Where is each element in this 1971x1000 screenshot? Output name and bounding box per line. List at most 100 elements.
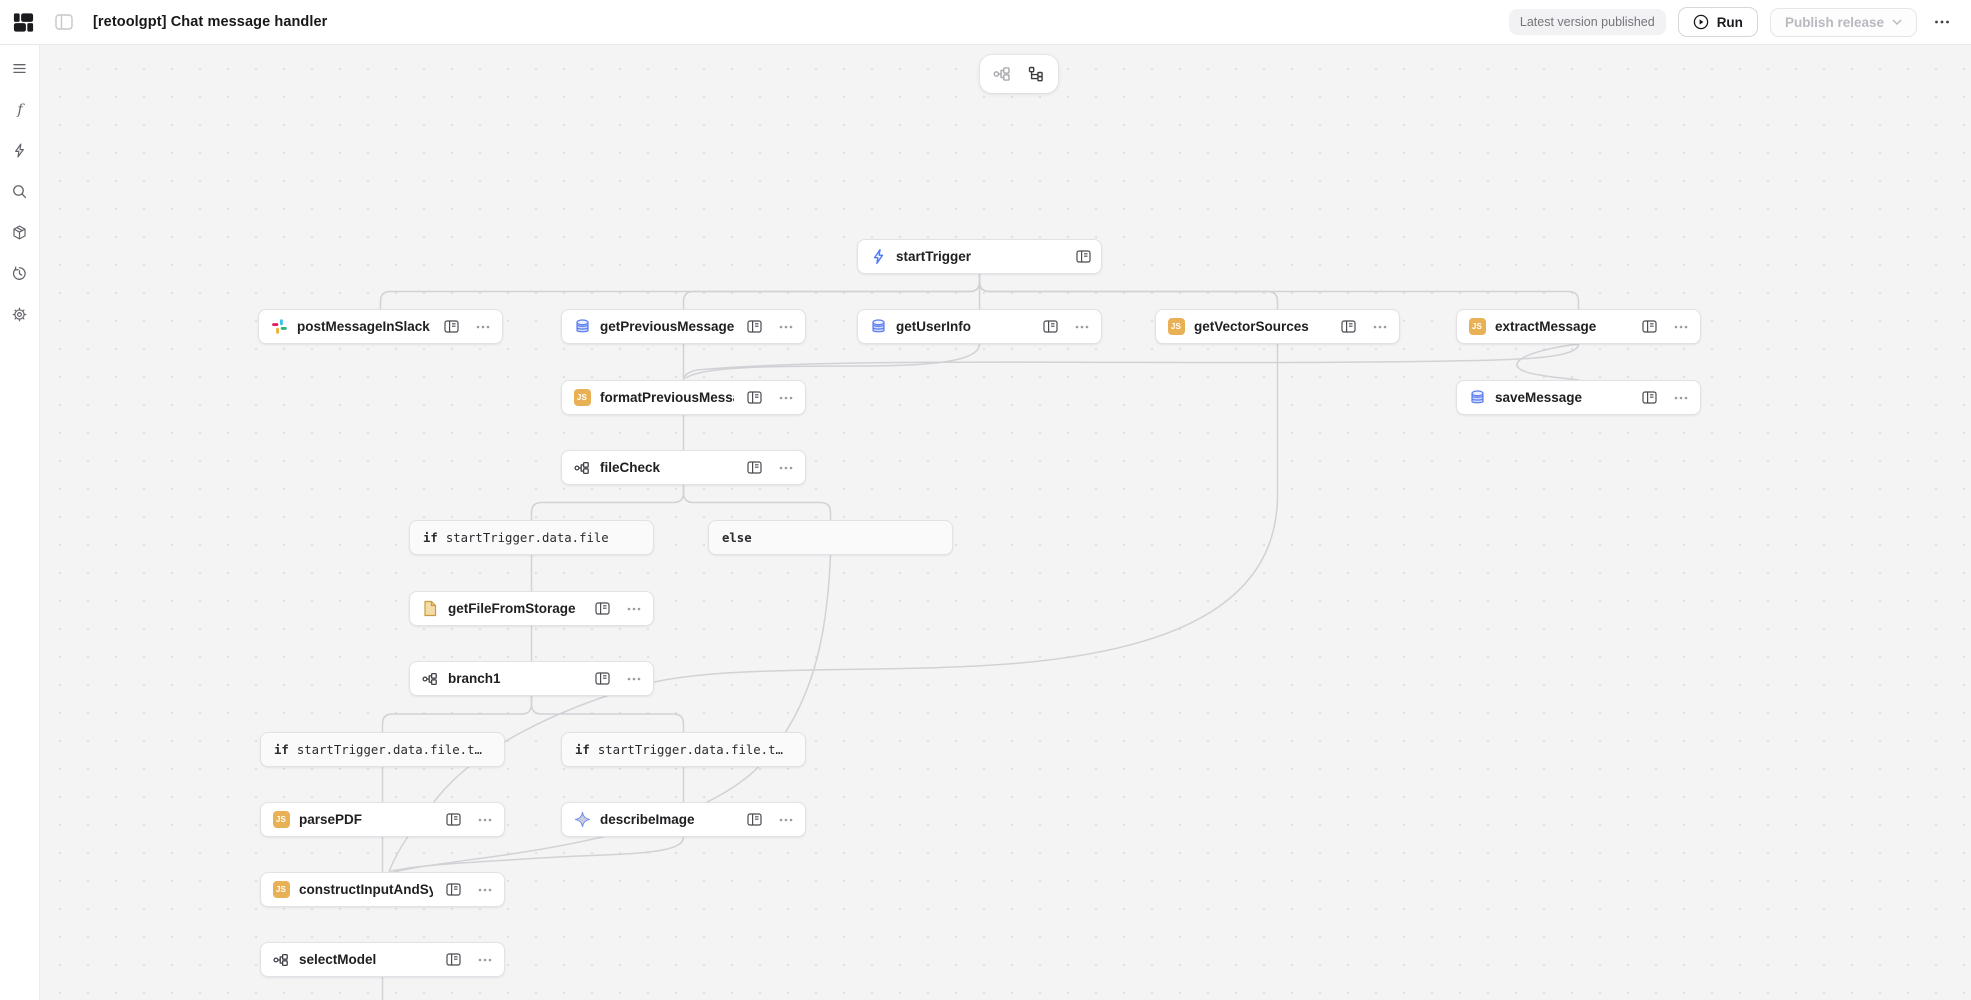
node-branch1[interactable]: branch1 — [409, 661, 654, 696]
node-extractMessage[interactable]: JS extractMessage — [1456, 309, 1701, 344]
branch-icon — [573, 459, 591, 477]
workflow-canvas[interactable] — [40, 45, 1971, 1000]
node-label: extractMessage — [1495, 319, 1597, 334]
history-icon[interactable] — [6, 259, 34, 287]
condition-ifFile[interactable]: if startTrigger.data.file — [409, 520, 654, 555]
canvas-layout-toolbar — [980, 55, 1058, 93]
node-getPreviousMessages[interactable]: getPreviousMessages — [561, 309, 806, 344]
node-menu-icon[interactable] — [779, 396, 793, 400]
node-menu-icon[interactable] — [478, 958, 492, 962]
inspect-panel-icon[interactable] — [1642, 391, 1657, 404]
inspect-panel-icon[interactable] — [595, 672, 610, 685]
node-label: constructInputAndSys… — [299, 882, 433, 897]
database-icon — [573, 318, 591, 336]
function-icon[interactable]: f — [6, 95, 34, 123]
condition-keyword: if — [274, 742, 289, 757]
node-label: getVectorSources — [1194, 319, 1309, 334]
run-button[interactable]: Run — [1677, 7, 1758, 37]
condition-ifFileType2[interactable]: if startTrigger.data.file.t… — [561, 732, 806, 767]
page-title: [retoolgpt] Chat message handler — [93, 14, 328, 30]
lightning-icon[interactable] — [6, 136, 34, 164]
node-label: fileCheck — [600, 460, 661, 475]
js-icon: JS — [1167, 318, 1185, 336]
inspect-panel-icon[interactable] — [1076, 250, 1091, 263]
node-getFileFromStorage[interactable]: getFileFromStorage — [409, 591, 654, 626]
retool-logo-icon — [12, 11, 35, 34]
node-saveMessage[interactable]: saveMessage — [1456, 380, 1701, 415]
node-menu-icon[interactable] — [1373, 325, 1387, 329]
more-menu-icon[interactable] — [1929, 15, 1955, 29]
status-badge: Latest version published — [1508, 9, 1666, 35]
condition-keyword: if — [423, 530, 438, 545]
play-circle-icon — [1693, 14, 1709, 30]
left-sidebar: f — [0, 45, 40, 1000]
node-label: branch1 — [448, 671, 501, 686]
slack-icon — [270, 318, 288, 336]
file-icon — [421, 600, 439, 618]
node-describeImage[interactable]: describeImage — [561, 802, 806, 837]
node-label: getPreviousMessages — [600, 319, 734, 334]
node-menu-icon[interactable] — [478, 818, 492, 822]
node-fileCheck[interactable]: fileCheck — [561, 450, 806, 485]
settings-icon[interactable] — [6, 300, 34, 328]
node-getVectorSources[interactable]: JS getVectorSources — [1155, 309, 1400, 344]
node-label: postMessageInSlack — [297, 319, 430, 334]
condition-expression: startTrigger.data.file — [445, 530, 609, 545]
chevron-down-icon — [1892, 19, 1902, 25]
node-menu-icon[interactable] — [476, 325, 490, 329]
inspect-panel-icon[interactable] — [446, 813, 461, 826]
node-formatPreviousMessages[interactable]: JSformatPreviousMessa… — [561, 380, 806, 415]
branch-icon — [272, 951, 290, 969]
database-icon — [869, 318, 887, 336]
inspect-panel-icon[interactable] — [1642, 320, 1657, 333]
search-icon[interactable] — [6, 177, 34, 205]
panel-toggle-icon[interactable] — [50, 9, 78, 35]
node-startTrigger[interactable]: startTrigger — [857, 239, 1102, 274]
condition-expression: startTrigger.data.file.t… — [597, 742, 783, 757]
node-getUserInfo[interactable]: getUserInfo — [857, 309, 1102, 344]
node-menu-icon[interactable] — [779, 818, 793, 822]
publish-release-button[interactable]: Publish release — [1769, 7, 1917, 37]
node-label: getFileFromStorage — [448, 601, 576, 616]
node-label: saveMessage — [1495, 390, 1583, 405]
vertical-layout-icon[interactable] — [1027, 65, 1045, 83]
condition-ifFileType1[interactable]: if startTrigger.data.file.t… — [260, 732, 505, 767]
node-label: getUserInfo — [896, 319, 972, 334]
inspect-panel-icon[interactable] — [446, 953, 461, 966]
node-menu-icon[interactable] — [1674, 325, 1688, 329]
node-menu-icon[interactable] — [627, 677, 641, 681]
inspect-panel-icon[interactable] — [747, 461, 762, 474]
condition-expression: startTrigger.data.file.t… — [296, 742, 482, 757]
node-label: parsePDF — [299, 812, 363, 827]
database-icon — [1468, 389, 1486, 407]
js-icon: JS — [1468, 318, 1486, 336]
inspect-panel-icon[interactable] — [595, 602, 610, 615]
node-menu-icon[interactable] — [478, 888, 492, 892]
run-button-label: Run — [1716, 14, 1743, 30]
inspect-panel-icon[interactable] — [444, 320, 459, 333]
inspect-panel-icon[interactable] — [446, 883, 461, 896]
package-icon[interactable] — [6, 218, 34, 246]
node-menu-icon[interactable] — [1674, 396, 1688, 400]
node-menu-icon[interactable] — [1075, 325, 1089, 329]
inspect-panel-icon[interactable] — [1341, 320, 1356, 333]
node-label: selectModel — [299, 952, 377, 967]
node-menu-icon[interactable] — [779, 325, 793, 329]
condition-keyword: if — [575, 742, 590, 757]
node-menu-icon[interactable] — [779, 466, 793, 470]
inspect-panel-icon[interactable] — [747, 813, 762, 826]
condition-elseBranch[interactable]: else — [708, 520, 953, 555]
inspect-panel-icon[interactable] — [747, 320, 762, 333]
menu-icon[interactable] — [6, 54, 34, 82]
node-postMessageInSlack[interactable]: postMessageInSlack — [258, 309, 503, 344]
horizontal-layout-icon[interactable] — [993, 65, 1011, 83]
node-menu-icon[interactable] — [627, 607, 641, 611]
js-icon: JS — [272, 881, 290, 899]
inspect-panel-icon[interactable] — [1043, 320, 1058, 333]
publish-button-label: Publish release — [1784, 14, 1884, 30]
inspect-panel-icon[interactable] — [747, 391, 762, 404]
node-constructInputAndSystemPrompt[interactable]: JS constructInputAndSys… — [260, 872, 505, 907]
node-label: formatPreviousMessa… — [600, 390, 734, 405]
node-selectModel[interactable]: selectModel — [260, 942, 505, 977]
